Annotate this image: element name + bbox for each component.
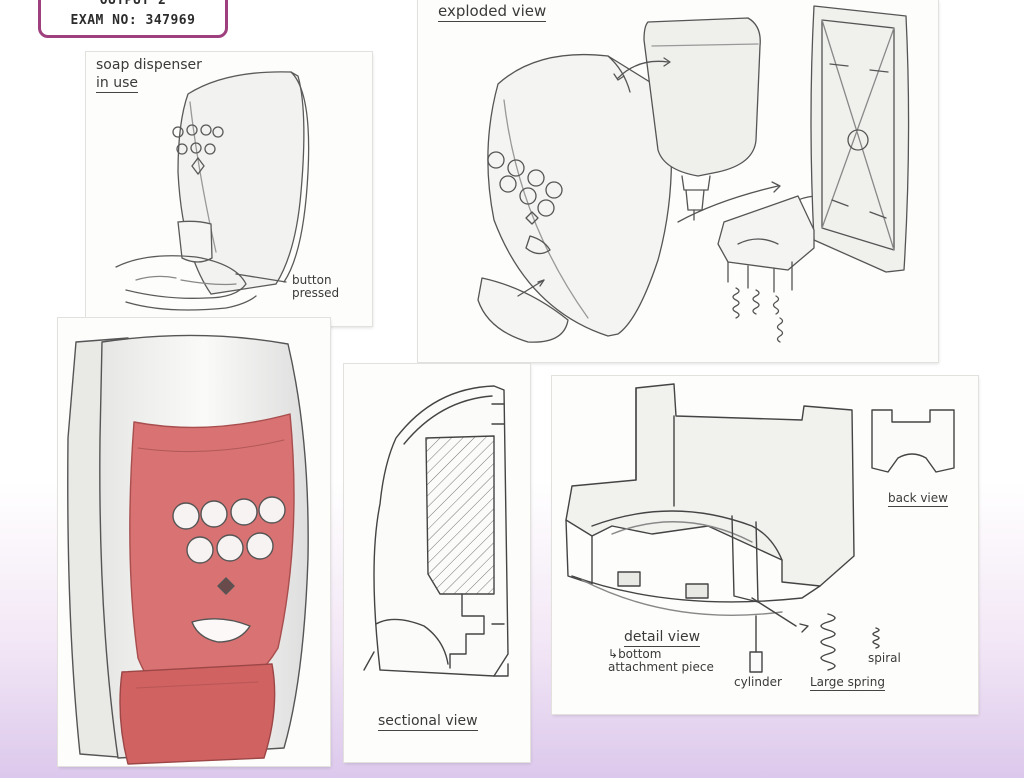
exam-number: EXAM NO: 347969 [70,13,196,28]
button-pressed-callout: button pressed [292,273,340,300]
cylinder-label: cylinder [734,675,782,689]
panel-sectional-view: sectional view [344,364,530,762]
back-view-label: back view [888,491,948,507]
large-spring-label: Large spring [810,675,885,691]
bottom-attachment-piece-label: ↳bottom attachment piece [608,648,728,673]
exam-number-box: OUTPUT 2 EXAM NO: 347969 [38,0,228,38]
exploded-view-sketch [477,5,910,343]
panel-coloured-render [58,318,330,766]
in-use-title-line2: in use [96,75,138,93]
detail-view-sketch [565,383,955,673]
output-label: OUTPUT 2 [99,0,167,8]
in-use-title-line1: soap dispenser [96,57,202,73]
detail-view-title: detail view [624,629,701,647]
panel-in-use: soap dispenser in use button pressed [86,52,372,326]
sectional-view-sketch [363,385,509,677]
sectional-view-title: sectional view [378,713,478,731]
exploded-view-title: exploded view [438,2,547,22]
spiral-label: spiral [868,651,901,665]
panel-detail-view: back view detail view ↳bottom attachment… [552,376,978,714]
dispenser-in-use-sketch [115,71,310,311]
coloured-dispenser-render [67,334,309,765]
bottom-attachment-piece-text: bottom attachment piece [608,647,714,674]
arrow-icon: ↳ [608,647,619,661]
panel-exploded-view: exploded view [418,0,938,362]
